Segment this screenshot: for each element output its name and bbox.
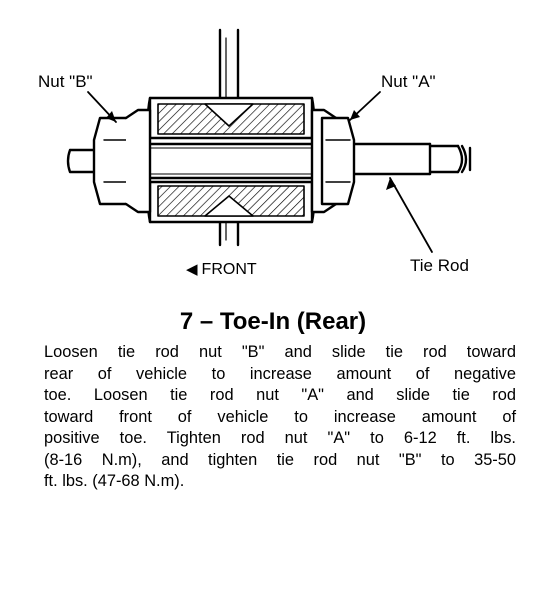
- front-label: FRONT: [201, 261, 257, 278]
- figure-title: 7 – Toe-In (Rear): [179, 308, 367, 335]
- instruction-line: toward front of vehicle to increase amou…: [44, 407, 516, 426]
- tie-rod-assembly-drawing: [66, 28, 472, 253]
- nut-b-label: Nut "B": [38, 72, 93, 91]
- left-arrow-icon: ◀: [186, 261, 198, 278]
- instruction-line: ft. lbs. (47-68 N.m).: [44, 472, 185, 490]
- instruction-line: (8-16 N.m), and tighten tie rod nut "B" …: [44, 450, 516, 469]
- front-indicator: ◀FRONT: [186, 262, 257, 278]
- tie-rod-shaft: [66, 142, 472, 180]
- instruction-line: positive toe. Tighten rod nut "A" to 6-1…: [44, 429, 516, 447]
- instruction-line: rear of vehicle to increase amount of ne…: [44, 364, 516, 383]
- upper-bushing: [146, 96, 316, 140]
- tie-rod-arrowhead: [386, 178, 396, 190]
- toe-in-diagram: Nut "B" Nut "A" Tie Rod ◀FRONT: [38, 28, 472, 278]
- instruction-line: toe. Loosen tie rod nut "A" and slide ti…: [44, 386, 516, 404]
- nut-a-arrowhead: [350, 110, 360, 120]
- lower-bushing: [146, 180, 316, 224]
- nut-a-label: Nut "A": [381, 72, 436, 91]
- tie-rod-leader: [389, 177, 433, 253]
- instructions-text: Loosen tie rod nut "B" and slide tie rod…: [44, 342, 516, 493]
- nut-b: [92, 108, 152, 214]
- nut-a: [310, 108, 356, 214]
- instruction-line: Loosen tie rod nut "B" and slide tie rod…: [44, 343, 516, 361]
- tie-rod-label: Tie Rod: [410, 256, 469, 275]
- nut-b-arrowhead: [106, 111, 116, 122]
